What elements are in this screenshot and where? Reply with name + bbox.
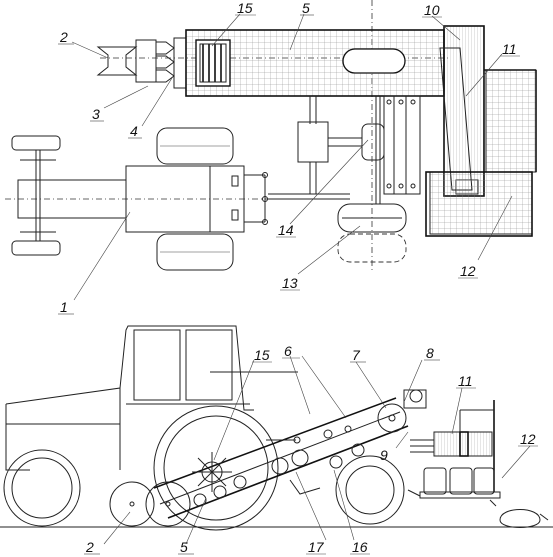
tractor-plan xyxy=(11,127,350,271)
side-label-7: 7 xyxy=(352,347,361,363)
leaders-plan xyxy=(71,13,513,301)
brush-rotor xyxy=(192,452,232,492)
bagging-unit xyxy=(403,389,549,528)
main-frame xyxy=(185,29,445,97)
label-5: 5 xyxy=(302,0,310,16)
label-12: 12 xyxy=(460,263,476,279)
inclined-conveyor xyxy=(109,371,409,527)
drive-unit xyxy=(297,95,421,204)
side-label-15: 15 xyxy=(254,347,270,363)
label-15: 15 xyxy=(237,0,253,16)
side-label-6: 6 xyxy=(284,343,292,359)
side-label-12: 12 xyxy=(520,431,536,447)
leaders-side xyxy=(103,355,531,545)
support-wheel xyxy=(337,203,407,263)
side-label-2: 2 xyxy=(85,539,94,555)
side-label-9: 9 xyxy=(380,447,388,463)
label-14: 14 xyxy=(278,222,294,238)
label-10: 10 xyxy=(424,2,440,18)
label-4: 4 xyxy=(130,123,138,139)
label-13: 13 xyxy=(282,275,298,291)
side-label-5: 5 xyxy=(180,539,188,555)
side-label-17: 17 xyxy=(308,539,325,555)
label-1: 1 xyxy=(60,299,68,315)
bunker xyxy=(425,25,537,237)
label-2: 2 xyxy=(59,29,68,45)
side-label-16: 16 xyxy=(352,539,368,555)
label-11: 11 xyxy=(502,41,517,57)
label-underlines xyxy=(58,14,538,555)
plan-view xyxy=(5,0,537,301)
label-3: 3 xyxy=(92,106,100,122)
side-label-8: 8 xyxy=(426,345,434,361)
callout-labels: 2 3 4 1 15 5 10 11 12 13 14 15 6 7 8 11 … xyxy=(59,0,536,555)
side-label-11: 11 xyxy=(458,373,473,389)
tractor-side xyxy=(3,325,279,531)
side-view xyxy=(0,325,553,545)
header-unit xyxy=(96,37,187,89)
